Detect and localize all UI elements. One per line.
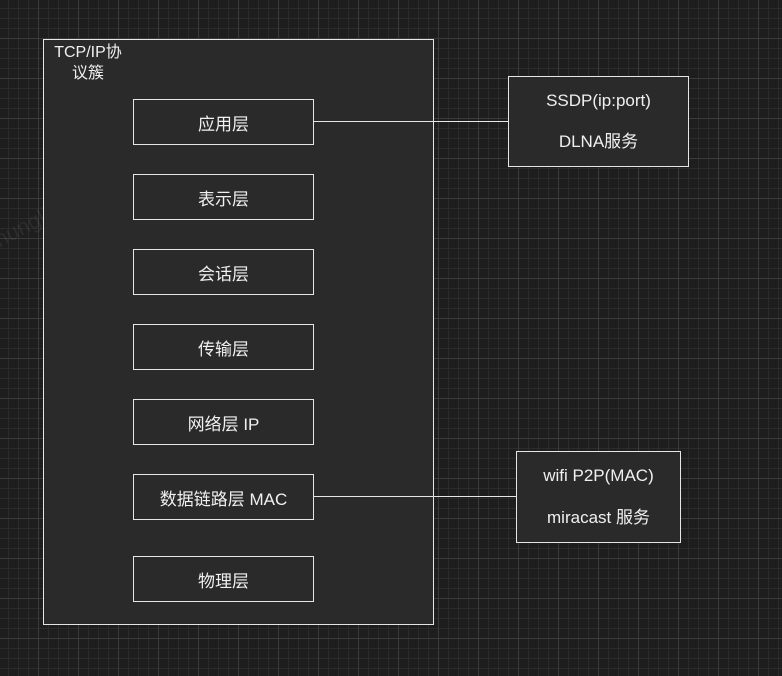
miracast-service-label: miracast 服务 bbox=[547, 507, 650, 527]
layer-transport[interactable]: 传输层 bbox=[133, 324, 314, 370]
connector-data-link-to-miracast[interactable] bbox=[314, 496, 517, 497]
layer-data-link-label: 数据链路层 MAC bbox=[159, 489, 288, 509]
layer-transport-label: 传输层 bbox=[198, 339, 249, 359]
layer-physical-label: 物理层 bbox=[198, 571, 249, 591]
layer-network[interactable]: 网络层 IP bbox=[133, 399, 314, 445]
stack-title-line1: TCP/IP协 bbox=[54, 44, 122, 61]
dlna-service-label: DLNA服务 bbox=[558, 132, 639, 151]
layer-session-label: 会话层 bbox=[198, 264, 249, 284]
layer-physical[interactable]: 物理层 bbox=[133, 556, 314, 602]
layer-data-link[interactable]: 数据链路层 MAC bbox=[133, 474, 314, 520]
connector-application-to-dlna[interactable] bbox=[314, 121, 509, 122]
layer-application-label: 应用层 bbox=[198, 114, 249, 134]
miracast-service-box[interactable]: wifi P2P(MAC) miracast 服务 bbox=[516, 451, 681, 543]
miracast-protocol-label: wifi P2P(MAC) bbox=[543, 466, 654, 486]
layer-application[interactable]: 应用层 bbox=[133, 99, 314, 145]
dlna-service-box[interactable]: SSDP(ip:port) DLNA服务 bbox=[508, 76, 689, 167]
stack-title: TCP/IP协 议簇 bbox=[48, 42, 128, 84]
layer-presentation-label: 表示层 bbox=[198, 189, 249, 209]
layer-presentation[interactable]: 表示层 bbox=[133, 174, 314, 220]
layer-session[interactable]: 会话层 bbox=[133, 249, 314, 295]
stack-title-line2: 议簇 bbox=[71, 65, 104, 82]
dlna-protocol-label: SSDP(ip:port) bbox=[546, 91, 651, 110]
layer-network-label: 网络层 IP bbox=[187, 414, 260, 434]
